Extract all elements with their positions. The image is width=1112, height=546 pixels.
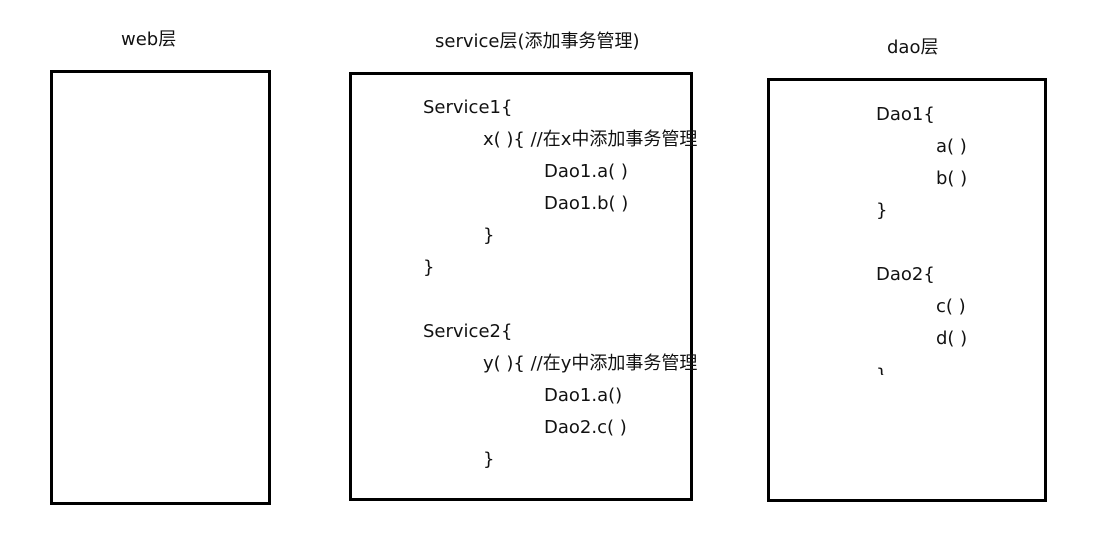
web-layer-title: web层 [121, 29, 177, 50]
dao1-method-b-line: b( ) [936, 168, 968, 189]
dao2-open-line: Dao2{ [876, 264, 935, 285]
dao2-method-d-line: d( ) [936, 328, 968, 349]
dao-layer-box [767, 78, 1047, 502]
service2-dao2-c-call-line: Dao2.c( ) [544, 417, 627, 438]
service-layer-title: service层(添加事务管理) [435, 31, 640, 52]
service1-open-line: Service1{ [423, 97, 513, 118]
dao1-open-line: Dao1{ [876, 104, 935, 125]
service1-method-close-line: } [483, 225, 495, 246]
service-layer-box [349, 72, 693, 501]
service1-dao1-b-call-line: Dao1.b( ) [544, 193, 629, 214]
service2-open-line: Service2{ [423, 321, 513, 342]
service2-method-y-line: y( ){ //在y中添加事务管理 [483, 353, 698, 374]
dao1-method-a-line: a( ) [936, 136, 967, 157]
dao2-method-c-line: c( ) [936, 296, 966, 317]
service1-dao1-a-call-line: Dao1.a( ) [544, 161, 628, 182]
service1-method-x-line: x( ){ //在x中添加事务管理 [483, 129, 698, 150]
service2-method-close-line: } [483, 449, 495, 470]
service1-close-line: } [423, 257, 435, 278]
dao2-close-line: } [876, 365, 887, 375]
dao-layer-title: dao层 [887, 37, 939, 58]
dao1-close-line: } [876, 200, 888, 221]
web-layer-box [50, 70, 271, 505]
service2-dao1-a-call-line: Dao1.a() [544, 385, 623, 406]
